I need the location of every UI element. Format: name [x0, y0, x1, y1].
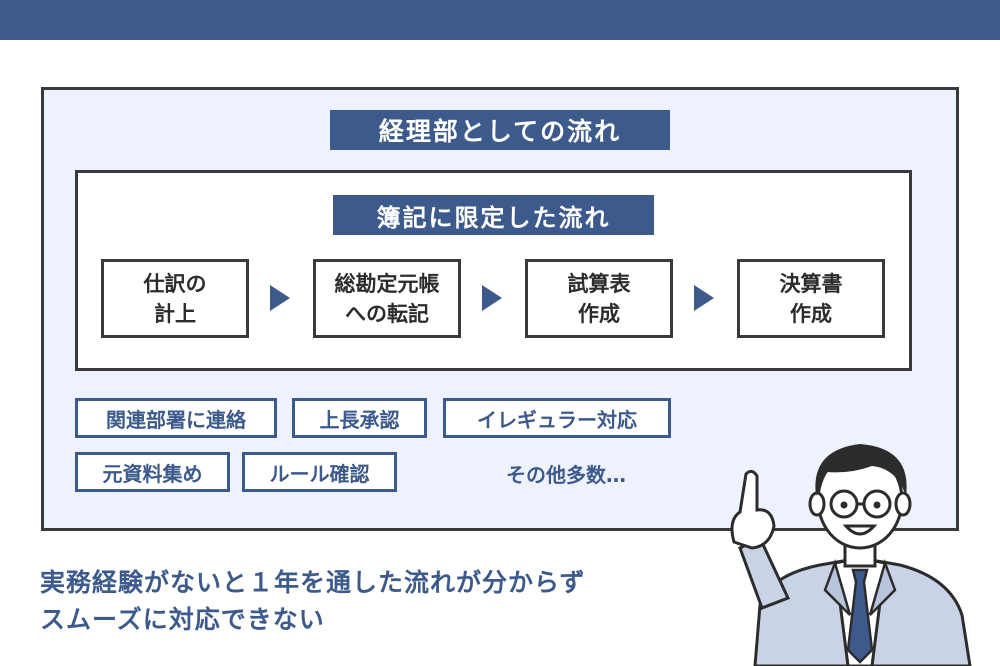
right-ear — [894, 491, 912, 517]
arrow-right-icon — [694, 285, 714, 311]
step-journal-entry: 仕訳の 計上 — [101, 259, 249, 338]
step-label-line1: 仕訳の — [143, 271, 207, 296]
step-label-line1: 決算書 — [779, 271, 843, 296]
arrow-right-icon — [482, 285, 502, 311]
pointing-hand — [730, 469, 776, 550]
left-eye — [840, 501, 848, 509]
caption-line-1: 実務経験がないと１年を通した流れが分からず — [40, 568, 586, 597]
hair — [815, 444, 907, 496]
businessman-illustration — [730, 444, 972, 666]
necktie — [846, 568, 874, 664]
tag-supervisor-approval: 上長承認 — [292, 398, 427, 438]
tag-contact-departments: 関連部署に連絡 — [75, 398, 277, 438]
step-label-line1: 試算表 — [567, 271, 631, 296]
step-label-line1: 総勘定元帳 — [334, 271, 440, 296]
tag-rule-check: ルール確認 — [242, 452, 397, 492]
step-trial-balance: 試算表 作成 — [525, 259, 673, 338]
right-eye — [873, 501, 881, 509]
right-lapel — [868, 559, 897, 616]
top-banner — [0, 0, 1000, 40]
accounting-flow-title: 経理部としての流れ — [330, 110, 670, 150]
bookkeeping-flow-title: 簿記に限定した流れ — [333, 195, 654, 235]
arrow-right-icon — [270, 285, 290, 311]
caption-line-2: スムーズに対応できない — [40, 605, 325, 634]
step-financial-statements: 決算書 作成 — [737, 259, 885, 338]
tag-irregular-handling: イレギュラー対応 — [443, 398, 671, 438]
left-ear — [808, 491, 826, 517]
smiling-mouth — [842, 524, 878, 536]
raised-arm — [738, 535, 791, 610]
step-label-line2: への転記 — [345, 301, 429, 326]
left-lapel — [823, 559, 852, 616]
tag-gather-source-docs: 元資料集め — [75, 452, 230, 492]
step-label-line2: 計上 — [154, 301, 196, 326]
more-items-label: その他多数… — [506, 463, 626, 487]
step-label-line2: 作成 — [578, 301, 620, 326]
step-label-line2: 作成 — [790, 301, 832, 326]
step-general-ledger-posting: 総勘定元帳 への転記 — [313, 259, 461, 338]
